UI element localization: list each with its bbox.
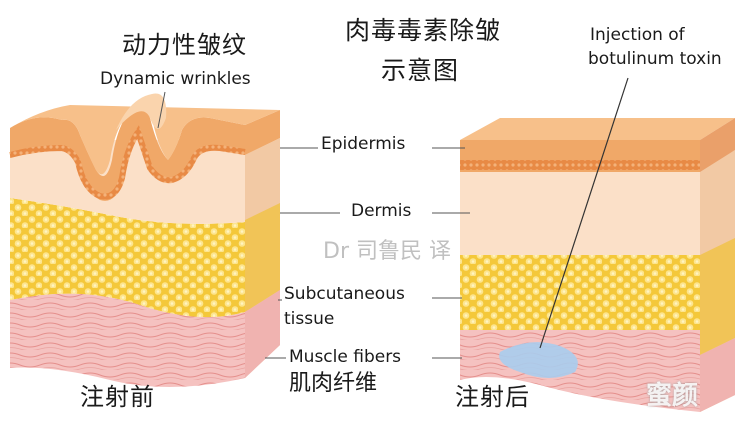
label-subcutaneous-line1: Subcutaneous bbox=[284, 284, 405, 304]
left-muscle-layer bbox=[10, 293, 245, 388]
leader-lines bbox=[157, 91, 470, 359]
injection-needle-line bbox=[539, 77, 629, 349]
diagram-title-line1: 肉毒毒素除皱 bbox=[345, 16, 502, 45]
right-top-surface bbox=[460, 118, 735, 140]
left-fat-layer bbox=[10, 198, 245, 318]
right-skin-block bbox=[460, 118, 735, 412]
label-dermis: Dermis bbox=[351, 201, 412, 221]
caption-before: 注射前 bbox=[80, 383, 155, 411]
label-muscle-fibers-en: Muscle fibers bbox=[289, 347, 402, 367]
dynamic-wrinkles-en: Dynamic wrinkles bbox=[100, 69, 251, 89]
caption-after: 注射后 bbox=[455, 383, 530, 411]
watermark-corner: 蜜颜 bbox=[646, 381, 699, 411]
label-subcutaneous-line2: tissue bbox=[284, 309, 335, 329]
left-skin-block bbox=[9, 93, 280, 388]
diagram-title-line2: 示意图 bbox=[381, 56, 460, 85]
toxin-area bbox=[499, 342, 578, 378]
watermark-credit: Dr 司鲁民 译 bbox=[323, 239, 451, 264]
label-epidermis: Epidermis bbox=[321, 134, 406, 154]
injection-label-line2: botulinum toxin bbox=[588, 49, 722, 69]
dynamic-wrinkles-zh: 动力性皱纹 bbox=[122, 31, 247, 59]
label-muscle-fibers-zh: 肌肉纤维 bbox=[289, 371, 378, 396]
injection-label-line1: Injection of bbox=[590, 25, 685, 45]
right-fat-layer bbox=[460, 255, 700, 330]
right-dermis-layer bbox=[460, 172, 700, 255]
